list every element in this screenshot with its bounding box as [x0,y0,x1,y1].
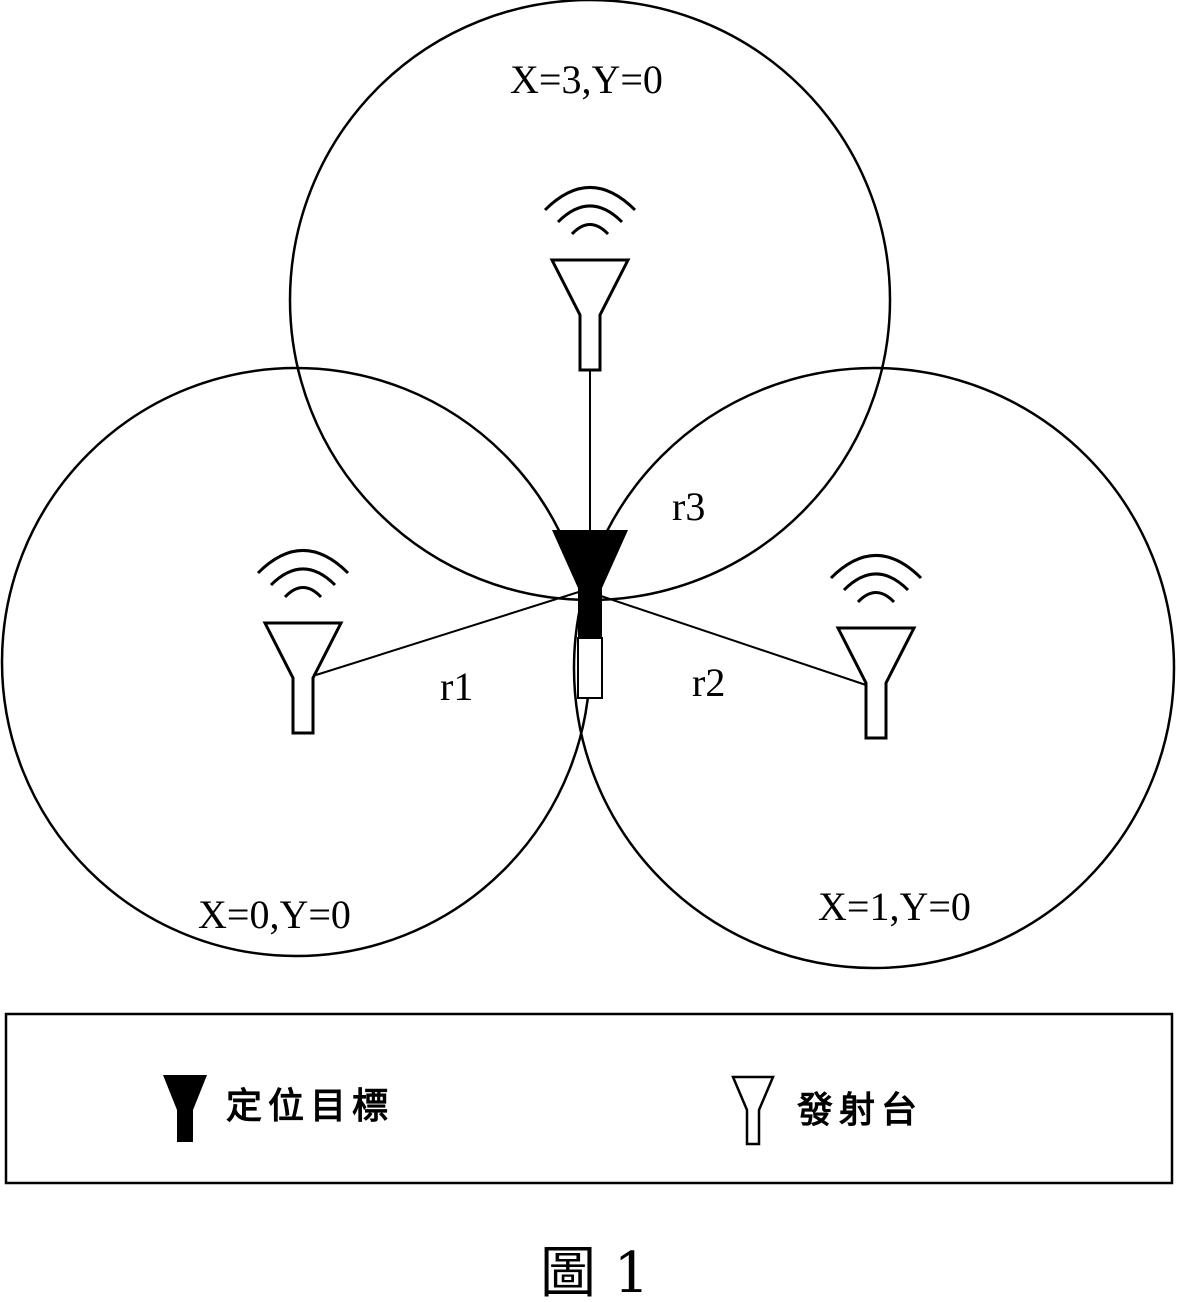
figure-caption: 圖 1 [540,1241,649,1302]
station-label-right: X=1,Y=0 [818,884,971,929]
legend-transmitter-label: 發射台 [796,1090,923,1131]
transmitter-icon-right [829,554,923,740]
station-label-left: X=0,Y=0 [198,892,351,937]
distance-label-r3: r3 [672,484,705,529]
station-label-top: X=3,Y=0 [510,57,663,102]
distance-line-r2 [597,594,867,686]
distance-line-r1 [315,589,586,676]
distance-label-r1: r1 [440,664,473,709]
target-icon [552,530,628,699]
legend-box [4,1012,1174,1185]
legend-transmitter-icon [731,1075,775,1146]
distance-label-r2: r2 [692,660,725,705]
legend-target-icon [163,1075,207,1142]
transmitter-icon-left [256,549,350,735]
legend-target-label: 定位目標 [226,1086,394,1127]
coverage-circle-right [572,366,1176,970]
transmitter-icon-top [543,186,637,372]
